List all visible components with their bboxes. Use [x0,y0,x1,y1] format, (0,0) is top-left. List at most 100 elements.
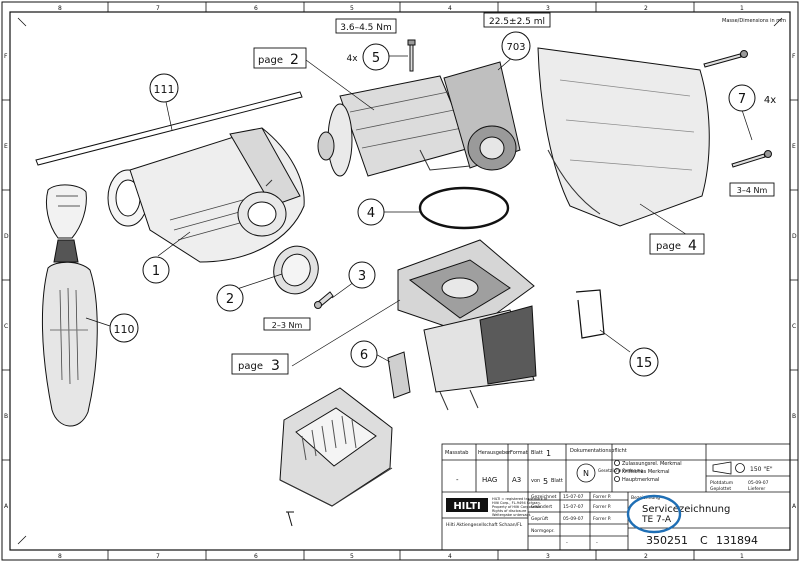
gezeichnet-label: Gezeichnet [531,494,557,500]
geprueft-date: 05-09-07 [563,516,584,522]
spec-texts: 3.6–4.5 Nm 22.5±2.5 ml 3–4 Nm 2–3 Nm 4x … [272,17,776,330]
part-3-screw [314,291,334,309]
zone-top-1: 1 [740,5,744,12]
dokumentationspflicht-label: Dokumentationspflicht [570,448,627,454]
part-4-o-ring [418,186,510,230]
zone-left-f: F [4,53,8,60]
zone-right-e: E [792,143,796,150]
page-ref-3: page 3 [238,358,280,374]
drawing-title: Servicezeichnung [642,504,730,515]
zone-bottom-3: 3 [546,553,550,560]
gezeichnet-name: Forrer P. [593,494,611,500]
callout-numbers: 111 1 2 3 110 4 5 6 7 15 703 [114,42,747,371]
zone-bottom-1: 1 [740,553,744,560]
drawing-revision: C [700,534,708,547]
callout-1: 1 [152,264,160,279]
page-ref-4: page 4 [656,238,697,254]
zone-left-d: D [4,233,9,240]
qty-5: 4x [346,54,358,64]
callout-circles [109,31,756,377]
torque-spec-7: 3–4 Nm [737,186,768,195]
handle-base-assembly [279,387,393,527]
part-110-side-handle [41,184,98,427]
von-value: 5 [543,477,548,486]
part-2-cover-disc [273,245,319,295]
page-ref-4-num: 4 [688,238,697,254]
callout-4: 4 [367,206,375,221]
format-label: Format [510,450,528,456]
callout-111: 111 [154,83,175,96]
zone-labels: 8 7 6 5 4 3 2 1 8 7 6 5 4 3 2 1 F E D C … [4,5,797,560]
part-5-screw [407,39,416,72]
motor-assembly [317,61,521,177]
zone-bottom-7: 7 [156,553,160,560]
trademark-line-3: Property of Hilti Corporation. [492,505,542,509]
kritisches-merkmal: Kritisches Merkmal [622,469,670,475]
massstab-label: Massstab [445,450,468,456]
page-ref-2-word: page [258,55,283,66]
gezeichnet-date: 15-07-07 [563,494,584,500]
zone-right-d: D [792,233,797,240]
zone-top-2: 2 [644,5,648,12]
zone-top-4: 4 [448,5,452,12]
zone-bottom-4: 4 [448,553,452,560]
crop-marks [17,17,783,545]
part-111-rod [35,91,303,166]
title-block [441,443,791,551]
geplottet-value: Lieferer [748,486,765,492]
company-name: Hilti Aktiengesellschaft Schaan/FL [446,522,523,528]
spec-boxes [263,12,775,331]
part-6-pad [387,351,411,399]
doc-number: 131894 [716,534,758,547]
torque-spec-3: 2–3 Nm [272,321,303,330]
zulassung-merkmal: Zulassungsrel. Merkmal [622,461,682,467]
page-ref-2-num: 2 [290,52,299,68]
trademark-line-5: Weitergabe untersagt. [492,513,531,517]
callout-2: 2 [226,292,234,307]
geaendert-name: Forrer P. [593,504,611,510]
normgepr-label: Normgepr. [531,528,555,534]
highlight-ring [626,494,682,534]
torque-spec-5: 3.6–4.5 Nm [340,23,392,33]
geplottet-label: Geplottet [710,486,731,492]
zone-bottom-6: 6 [254,553,258,560]
zone-top-3: 3 [546,5,550,12]
normgepr-date: - [566,540,568,546]
trademark-line-4: Rights of disclosure [492,509,526,513]
zone-top-5: 5 [350,5,354,12]
plotdatum-value: 05-09-07 [748,480,769,486]
drawing-number: 350251 [646,534,688,547]
von-label: von [531,478,540,484]
trademark-line-2: Hilti Corp., FL-9494 Schaan. [492,501,541,505]
callout-3: 3 [358,269,366,284]
qty-7: 4x [764,95,776,106]
callout-15: 15 [636,356,653,371]
hilti-logo: HILTI [446,498,488,512]
geprueft-label: Geprüft [531,516,548,522]
zone-left-e: E [4,143,8,150]
geaendert-date: 15-07-07 [563,504,584,510]
zone-left-b: B [4,413,8,420]
title-block-labels: Massstab - Herausgeber HAG Format A3 Bla… [445,448,773,547]
zone-right-a: A [792,503,797,510]
grease-spec-703: 22.5±2.5 ml [489,17,545,27]
zone-bottom-2: 2 [644,553,648,560]
zone-right-c: C [792,323,796,330]
trademark-line-1: HILTI = registered trademark of [492,497,548,501]
part-7-screws [703,50,772,168]
callout-6: 6 [360,348,368,363]
page-ref-2: page 2 [258,52,299,68]
page-ref-3-num: 3 [271,358,280,374]
zone-bottom-8: 8 [58,553,62,560]
zone-right-b: B [792,413,796,420]
projection-value: 150 "E" [750,466,773,473]
zone-top-7: 7 [156,5,160,12]
motor-housing-half [537,47,710,227]
lower-switch-unit [397,239,537,411]
units-note: Masse/Dimensions in mm [722,18,786,24]
plotdatum-label: Plotdatum [710,480,733,486]
herausgeber-label: Herausgeber [478,450,511,456]
zone-top-6: 6 [254,5,258,12]
